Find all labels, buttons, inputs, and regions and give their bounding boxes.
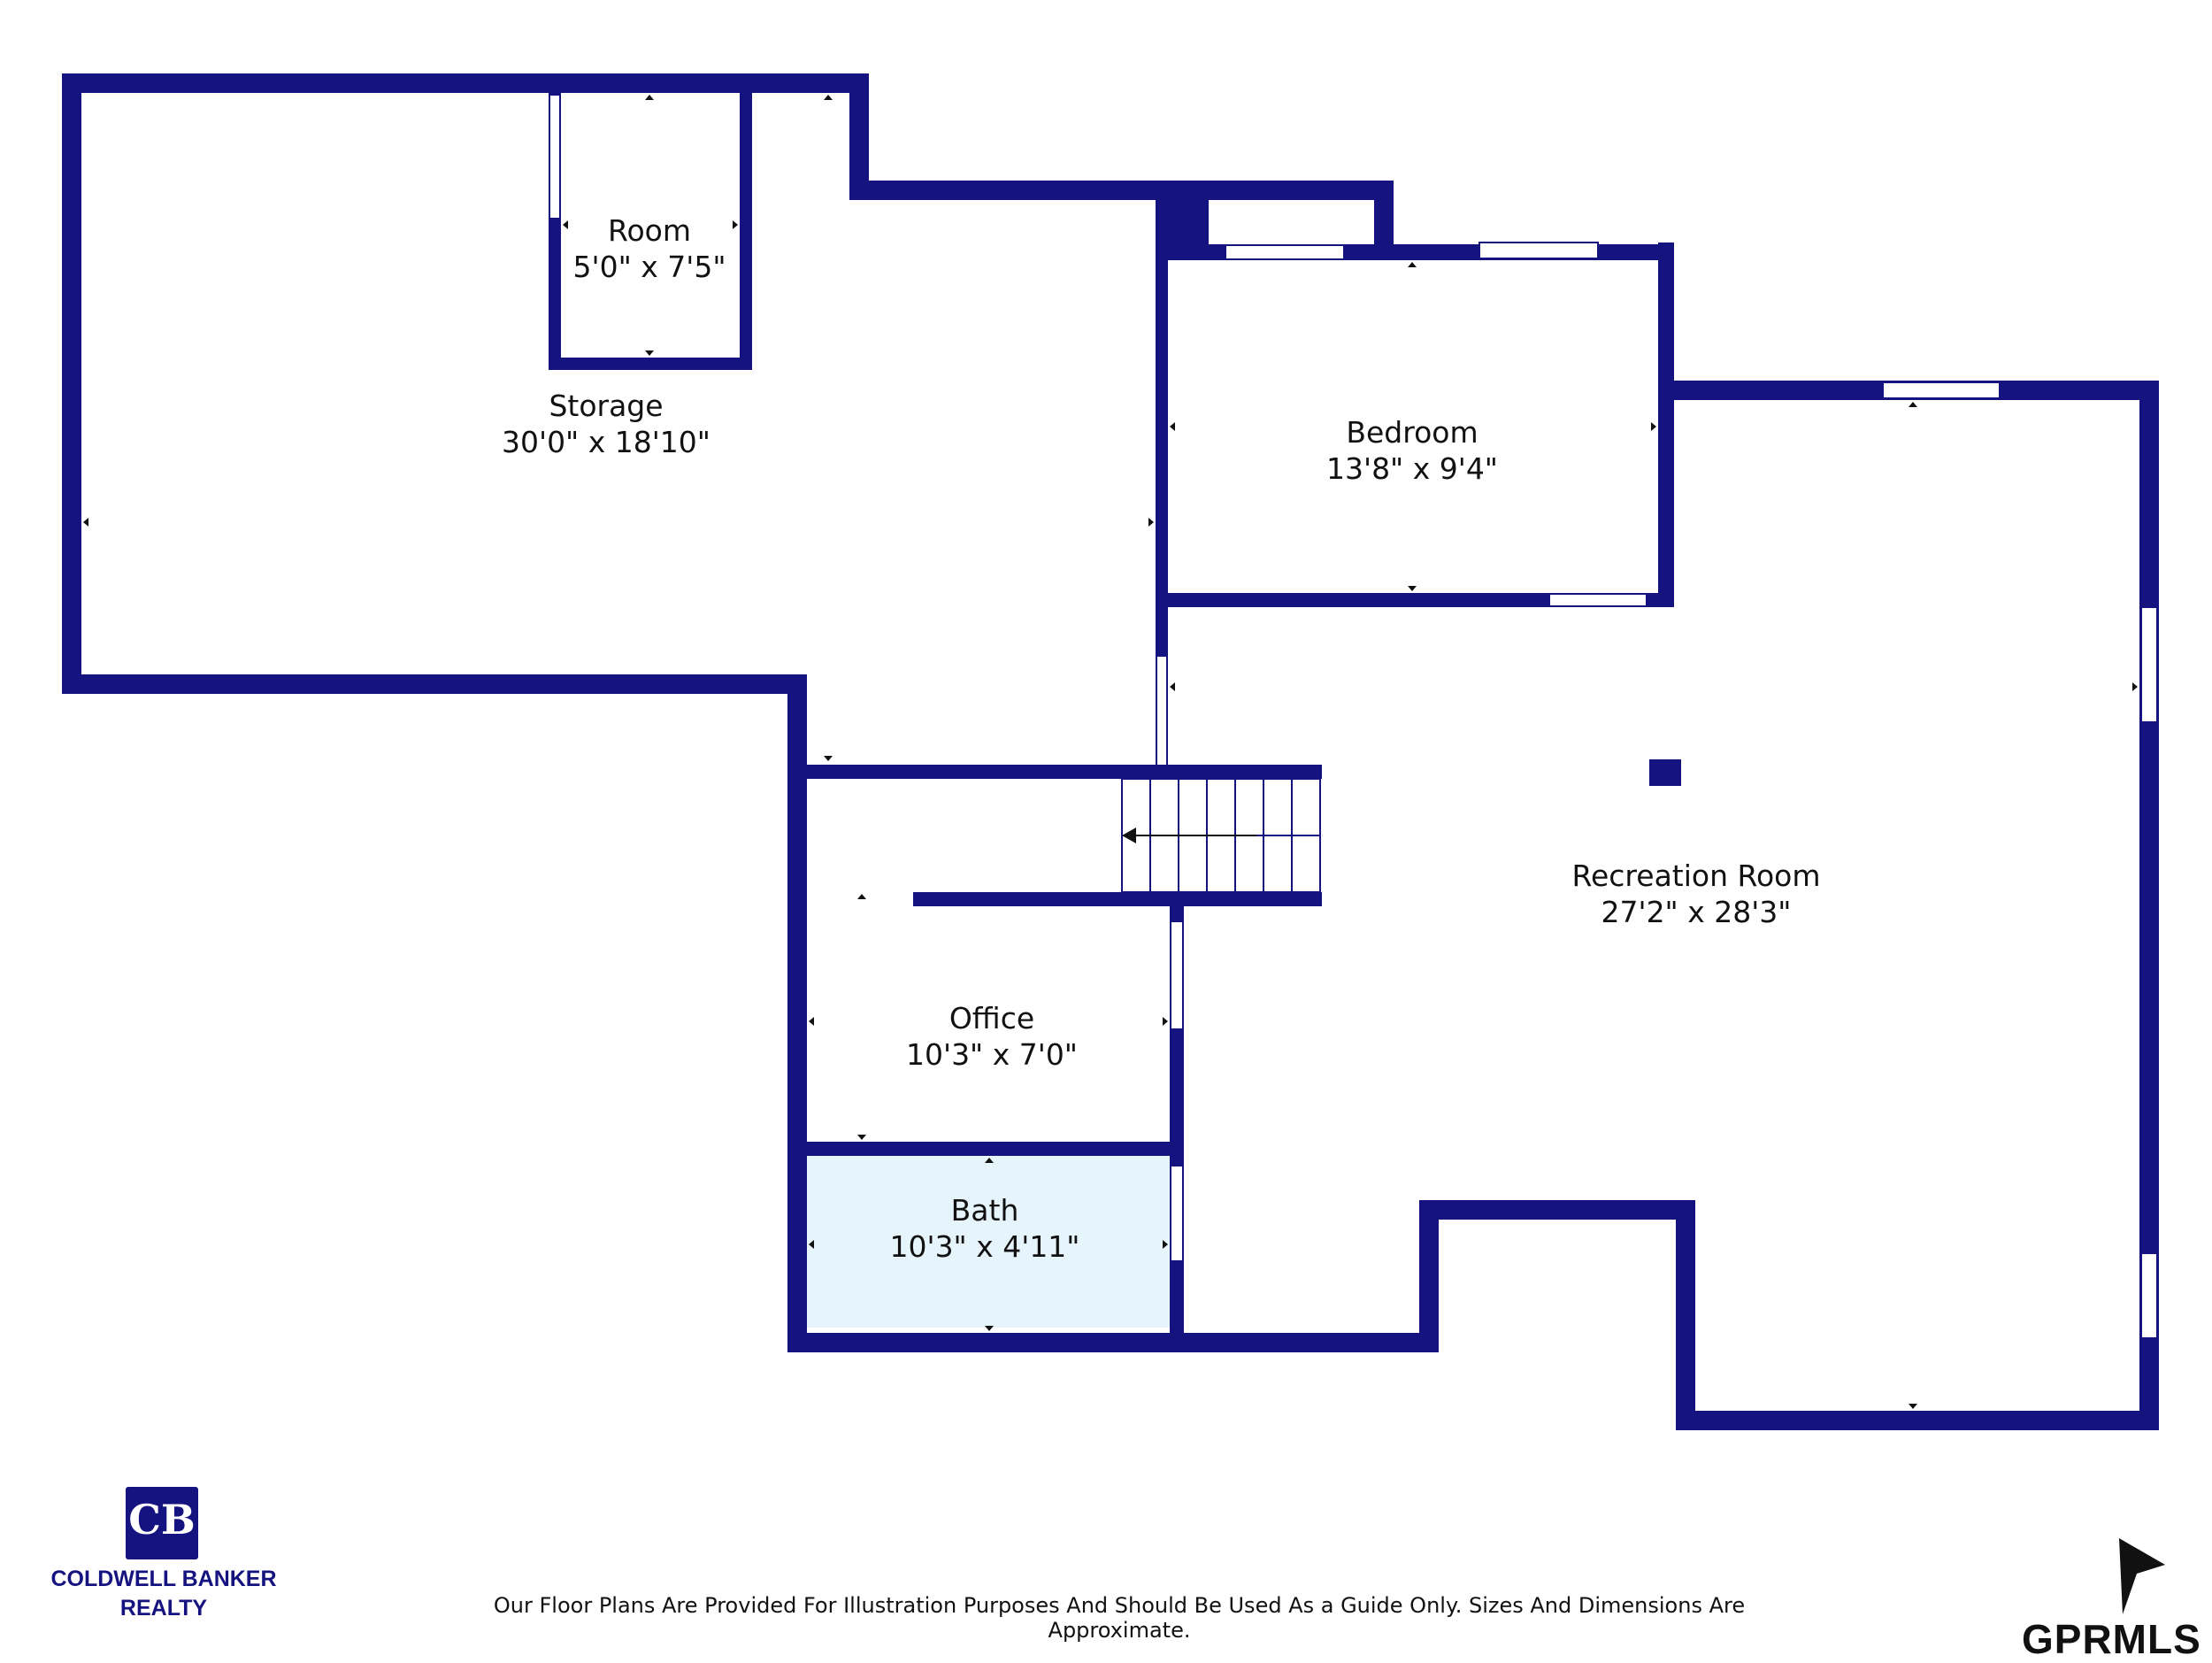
small-room-walls	[549, 73, 752, 370]
brand-name-line2: REALTY	[119, 1596, 208, 1621]
bath-name-label: Bath	[951, 1193, 1019, 1228]
office-size-label: 10'3" x 7'0"	[906, 1037, 1078, 1072]
bedroom-walls	[1156, 239, 1674, 770]
staircase	[1121, 778, 1321, 893]
mls-logo: GPRMLS	[2022, 1616, 2201, 1662]
office-name-label: Office	[949, 1001, 1034, 1036]
disclaimer-text: Our Floor Plans Are Provided For Illustr…	[493, 1593, 1746, 1643]
room-size-label: 5'0" x 7'5"	[573, 250, 726, 284]
stair-arrow-icon	[1122, 828, 1136, 843]
recreation-name-label: Recreation Room	[1572, 858, 1821, 893]
recreation-size-label: 27'2" x 28'3"	[1601, 895, 1792, 929]
bath-size-label: 10'3" x 4'11"	[890, 1229, 1080, 1264]
recreation-walls	[787, 381, 2159, 1430]
office-walls	[787, 674, 1322, 1352]
room-name-label: Room	[608, 213, 691, 248]
bedroom-name-label: Bedroom	[1346, 415, 1478, 450]
brand-name: COLDWELL BANKER REALTY	[35, 1565, 292, 1623]
coldwell-banker-logo-icon: CB	[126, 1487, 198, 1559]
storage-size-label: 30'0" x 18'10"	[502, 425, 710, 459]
logo-monogram: CB	[128, 1496, 196, 1544]
bath-floor	[807, 1155, 1173, 1328]
bedroom-size-label: 13'8" x 9'4"	[1326, 451, 1498, 486]
storage-name-label: Storage	[549, 389, 663, 423]
dimension-ticks	[83, 95, 2138, 1409]
north-arrow-icon	[2119, 1538, 2165, 1614]
brand-name-line1: COLDWELL BANKER	[50, 1567, 277, 1591]
